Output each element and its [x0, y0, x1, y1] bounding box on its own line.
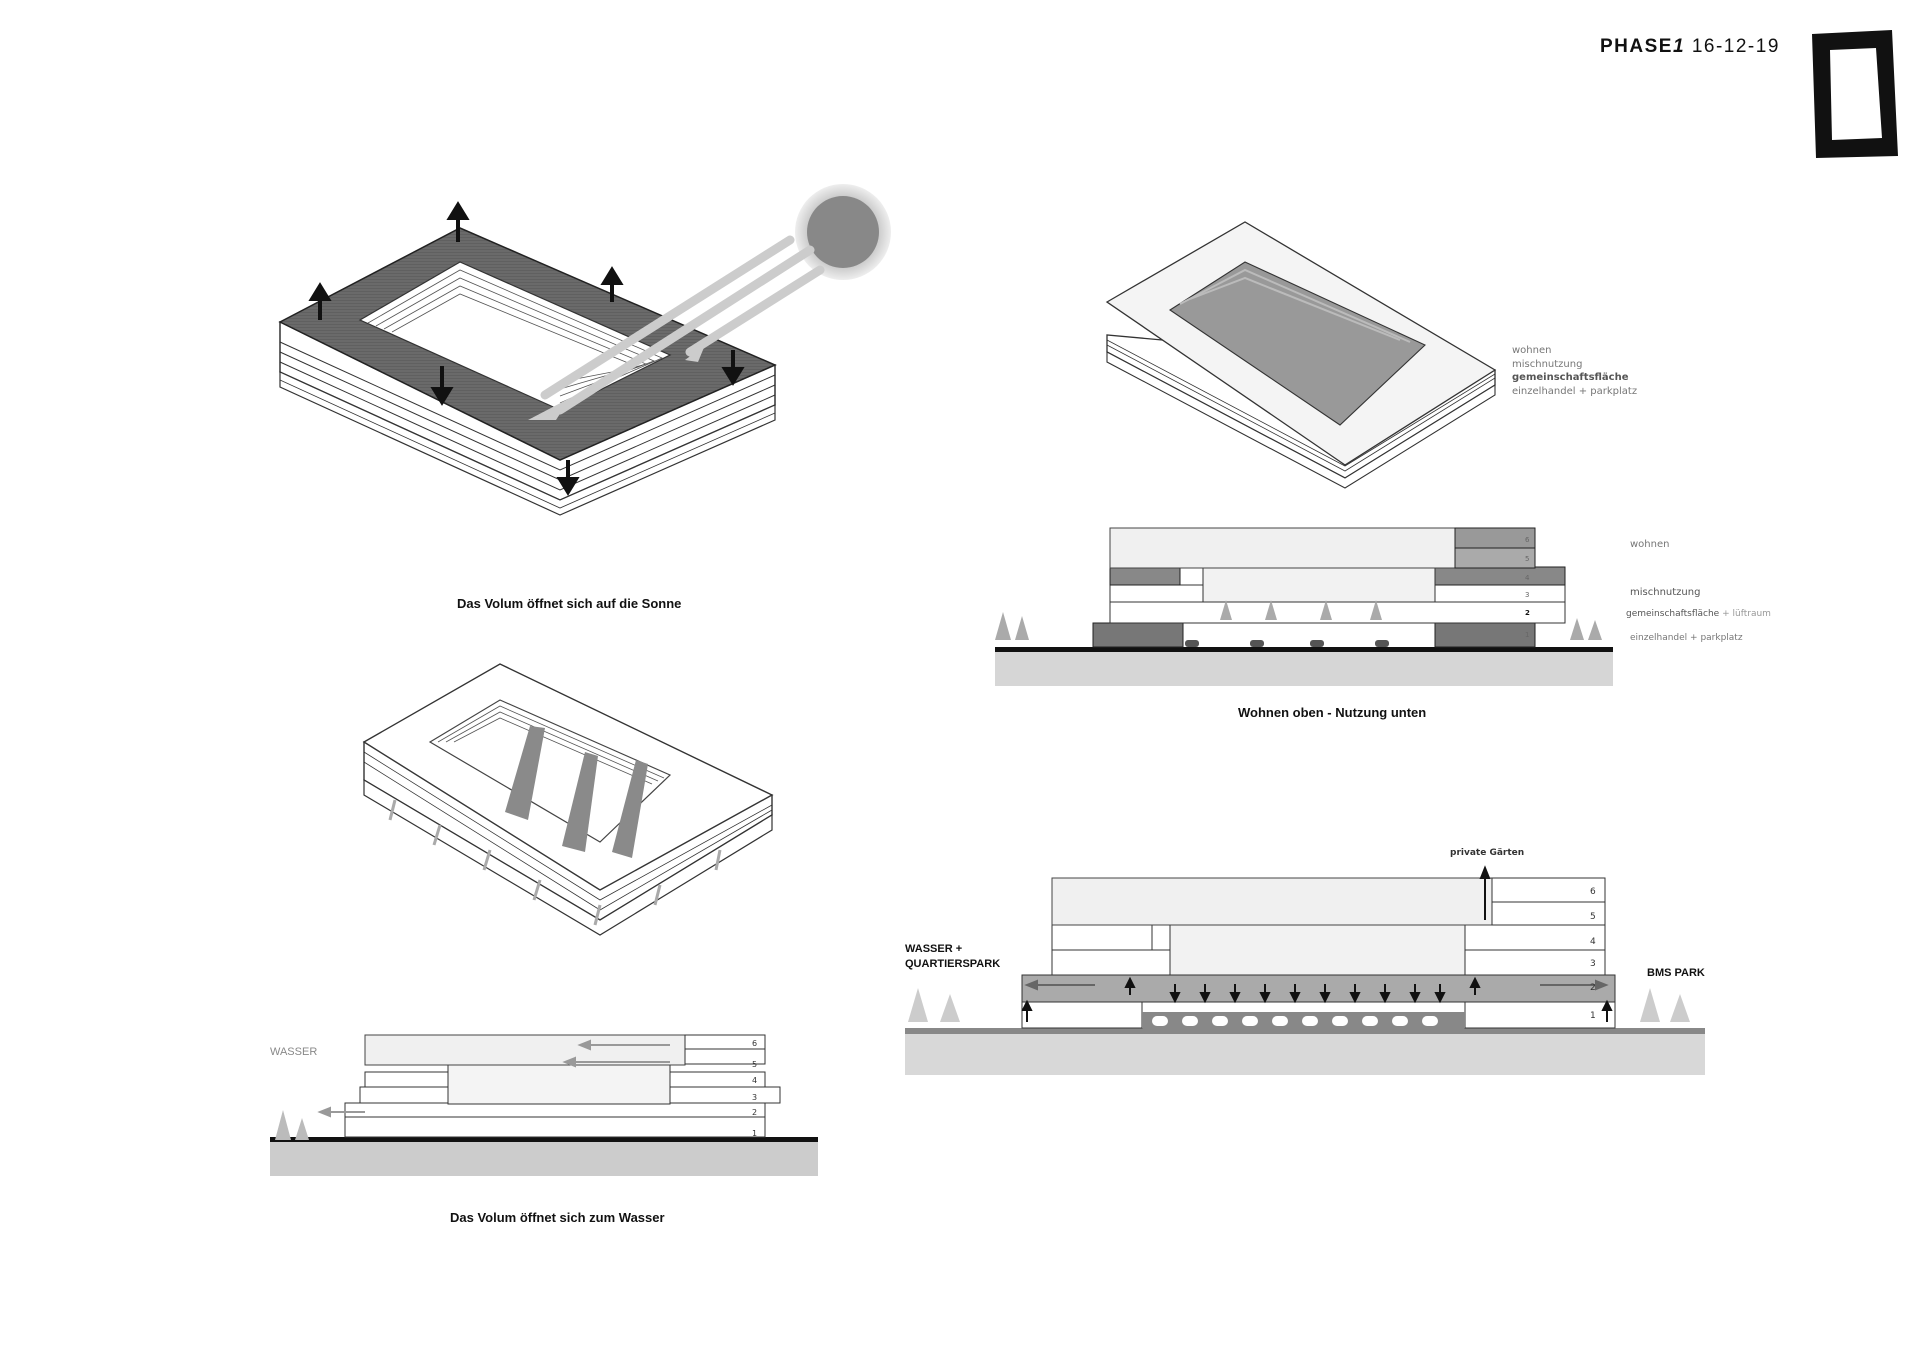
svg-text:3: 3 [1590, 959, 1596, 969]
label-wasser: WASSER [270, 1046, 318, 1058]
svg-text:6: 6 [752, 1039, 757, 1048]
svg-text:5: 5 [1590, 912, 1596, 922]
section-legend-wohnen: wohnen [1630, 539, 1670, 550]
legend-einzelhandel: einzelhandel + parkplatz [1512, 385, 1638, 397]
phase-number: 1 [1672, 36, 1686, 57]
section-water: 1 2 3 4 5 6 [270, 1034, 818, 1176]
label-private-gaerten: private Gärten [1450, 848, 1525, 858]
section-legend-gemeinschaft: gemeinschaftsfläche + lüftraum [1626, 608, 1771, 622]
sun-ray-arrows [540, 235, 825, 415]
svg-text:1: 1 [1590, 1011, 1596, 1021]
svg-text:4: 4 [1590, 937, 1596, 947]
label-bms-park: BMS PARK [1647, 967, 1705, 979]
legend-axo: wohnen mischnutzung gemeinschaftsfläche … [1512, 344, 1637, 398]
section-bms-park: 1 2 3 4 5 6 [905, 865, 1705, 1075]
label-wasser-quartierspark: WASSER + QUARTIERSPARK [905, 942, 1000, 972]
legend-wohnen: wohnen [1512, 345, 1552, 356]
axo-water-diagram [362, 663, 774, 936]
svg-text:4: 4 [752, 1076, 757, 1085]
svg-text:2: 2 [1590, 983, 1596, 993]
section-legend-einzelhandel: einzelhandel + parkplatz [1630, 633, 1743, 643]
caption-water: Das Volum öffnet sich zum Wasser [450, 1210, 665, 1225]
legend-gemeinschaft: gemeinschaftsfläche [1512, 372, 1629, 383]
phase-date: 16-12-19 [1691, 36, 1780, 57]
svg-text:6: 6 [1525, 536, 1530, 544]
svg-text:3: 3 [752, 1093, 757, 1102]
black-arrow-icons [308, 201, 745, 496]
svg-text:3: 3 [1525, 591, 1529, 599]
luftraum-label: + lüftraum [1722, 609, 1771, 619]
svg-text:4: 4 [1525, 574, 1530, 582]
phase-header: PHASE1 16-12-19 [1600, 36, 1780, 58]
gray-arrow-icons [505, 726, 648, 858]
section-living: 6 5 4 3 2 1 [995, 527, 1613, 686]
caption-living: Wohnen oben - Nutzung unten [1238, 705, 1427, 720]
label-wasser-part: WASSER + [905, 943, 963, 955]
axo-living-diagram [1105, 221, 1497, 489]
axo-sun-diagram [278, 184, 891, 516]
svg-text:5: 5 [752, 1060, 757, 1069]
legend-mischnutzung: mischnutzung [1512, 358, 1583, 370]
svg-text:1: 1 [1525, 631, 1529, 639]
caption-sun: Das Volum öffnet sich auf die Sonne [457, 596, 682, 611]
phase-label: PHASE [1600, 36, 1673, 57]
svg-text:2: 2 [752, 1108, 757, 1117]
svg-text:1: 1 [752, 1129, 757, 1138]
svg-text:2: 2 [1525, 609, 1530, 617]
svg-text:6: 6 [1590, 887, 1596, 897]
svg-text:5: 5 [1525, 555, 1529, 563]
logo-icon [1812, 30, 1898, 158]
section-legend-mischnutzung: mischnutzung [1630, 587, 1701, 598]
label-quartierspark-part: QUARTIERSPARK [905, 958, 1001, 970]
gemeinschaft-label: gemeinschaftsfläche [1626, 609, 1720, 619]
